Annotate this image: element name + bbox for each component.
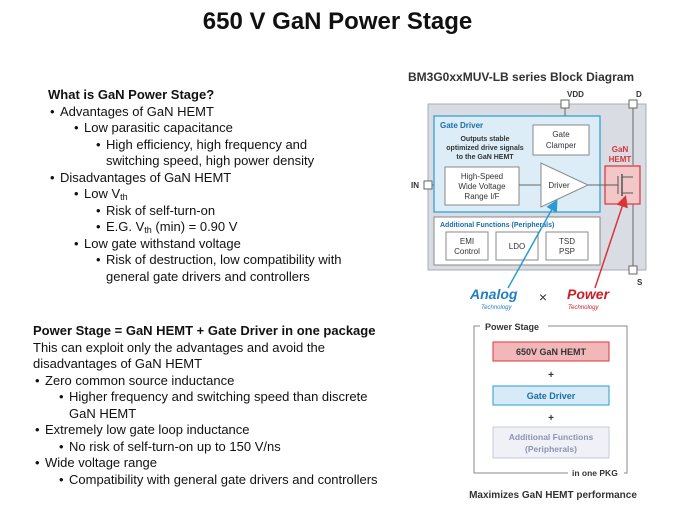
section-heading-2: Power Stage = GaN HEMT + Gate Driver in … (33, 323, 376, 338)
gate-driver-label: Gate Driver (440, 121, 483, 130)
tsd-box (545, 231, 589, 261)
bullet-no-risk: No risk of self-turn-on up to 150 V/ns (33, 439, 418, 456)
bullet-low-gate-loop: Extremely low gate loop inductance (33, 422, 418, 439)
power-arrow (594, 195, 628, 289)
gan-label-1: GaN (612, 145, 629, 154)
in-label: IN (411, 181, 419, 190)
gan-hemt-stack-label: 650V GaN HEMT (516, 347, 587, 357)
s-label: S (637, 278, 643, 287)
high-speed-line-3: Range I/F (464, 192, 499, 201)
gan-power-stage-explanation: What is GaN Power Stage? Advantages of G… (48, 87, 378, 285)
additional-functions-stack-line-2: (Peripherals) (525, 444, 577, 454)
bullet-risk-destruction-cont: general gate drivers and controllers (106, 268, 310, 284)
power-label: Power (567, 286, 611, 302)
plus-1: + (548, 370, 554, 381)
bullet-high-efficiency: High efficiency, high frequency and (48, 137, 378, 154)
vdd-pin (560, 99, 570, 109)
bullet-advantages: Advantages of GaN HEMT (48, 104, 378, 121)
d-pin (628, 99, 638, 109)
description-line-1: This can exploit only the advantages and… (33, 339, 325, 355)
high-speed-if-box (444, 166, 520, 206)
bullet-higher-frequency-cont: GaN HEMT (69, 405, 137, 421)
in-pin (423, 180, 433, 190)
bullet-low-capacitance: Low parasitic capacitance (48, 120, 378, 137)
section-heading: What is GaN Power Stage? (48, 87, 215, 102)
outputs-line-3: to the GaN HEMT (456, 154, 514, 161)
power-stage-bracket (473, 325, 628, 474)
bullet-risk-destruction: Risk of destruction, low compatibility w… (48, 252, 378, 269)
bullet-zero-csi: Zero common source inductance (33, 373, 418, 390)
bullet-compatibility: Compatibility with general gate drivers … (33, 472, 418, 489)
emi-line-1: EMI (460, 237, 474, 246)
s-pin (628, 265, 638, 275)
vdd-label: VDD (567, 90, 584, 99)
tsd-line-1: TSD (559, 237, 575, 246)
gate-driver-stack-label: Gate Driver (527, 391, 576, 401)
gan-hemt-stack-box (492, 341, 610, 362)
analog-arrow (507, 199, 558, 289)
in-one-pkg-mask (568, 467, 624, 479)
bullet-low-vth: Low Vth (48, 186, 378, 203)
gate-clamper-line-2: Clamper (546, 141, 577, 150)
high-speed-line-2: Wide Voltage (458, 182, 506, 191)
additional-functions-label: Additional Functions (Peripherals) (440, 222, 554, 229)
driver-triangle (540, 162, 590, 208)
emi-line-2: Control (454, 247, 480, 256)
tsd-line-2: PSP (559, 247, 575, 256)
emi-box (445, 231, 489, 261)
bullet-low-gate-voltage: Low gate withstand voltage (48, 236, 378, 253)
bullet-wide-voltage: Wide voltage range (33, 455, 418, 472)
gate-driver-stack-box (492, 385, 610, 406)
power-sub-label: Technology (568, 305, 599, 311)
gan-label-2: HEMT (609, 155, 632, 164)
plus-2: + (548, 413, 554, 424)
bullet-high-efficiency-cont: switching speed, high power density (106, 153, 315, 168)
block-diagram-title: BM3G0xxMUV-LB series Block Diagram (408, 70, 635, 84)
d-label: D (636, 90, 642, 99)
power-stage-explanation: Power Stage = GaN HEMT + Gate Driver in … (33, 323, 418, 488)
gate-clamper-box (532, 124, 590, 156)
description-line-2: disadvantages of GaN HEMT (33, 356, 203, 371)
additional-functions-stack-box (492, 426, 610, 459)
in-one-pkg-label: in one PKG (572, 468, 618, 478)
outputs-line-2: optimized drive signals (446, 145, 524, 152)
bullet-higher-frequency: Higher frequency and switching speed tha… (33, 389, 418, 406)
bullet-risk-self-turn-on: Risk of self-turn-on (48, 203, 378, 220)
driver-label: Driver (548, 181, 570, 190)
ldo-label: LDO (509, 242, 525, 251)
analog-label: Analog (469, 286, 518, 302)
high-speed-line-1: High-Speed (461, 172, 503, 181)
outputs-line-1: Outputs stable (460, 136, 509, 143)
gate-clamper-line-1: Gate (552, 130, 570, 139)
power-stage-caption: Maximizes GaN HEMT performance (469, 490, 637, 501)
bullet-vth-example: E.G. Vth (min) = 0.90 V (48, 219, 378, 236)
bullet-disadvantages: Disadvantages of GaN HEMT (48, 170, 378, 187)
additional-functions-stack-line-1: Additional Functions (509, 432, 594, 442)
times-symbol: × (539, 289, 547, 305)
power-stage-title: Power Stage (485, 322, 539, 332)
page-title: 650 V GaN Power Stage (202, 8, 473, 35)
analog-sub-label: Technology (481, 305, 512, 311)
